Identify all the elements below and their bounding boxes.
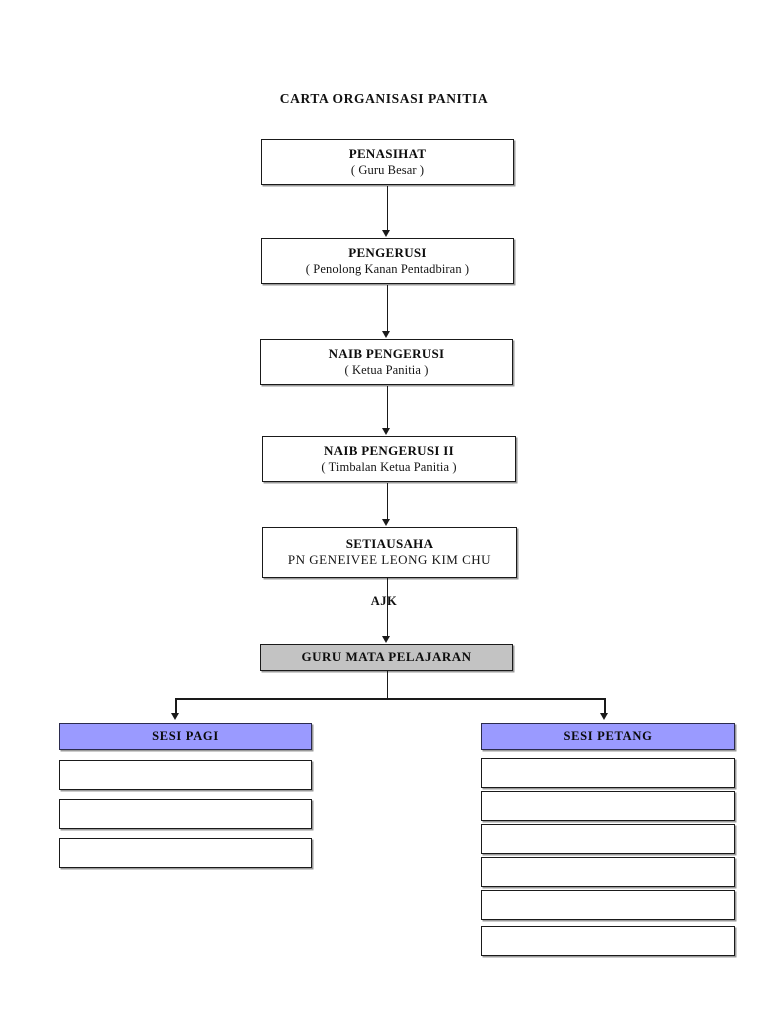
org-node-subtitle: ( Penolong Kanan Pentadbiran ) [305, 261, 470, 276]
connector-line-guru-branch-stem [386, 671, 389, 699]
connector-arrow-sesi-petang [600, 713, 608, 720]
org-node-title: SETIAUSAHA [345, 536, 434, 552]
connector-arrow-pengerusi-naib [382, 331, 390, 338]
connector-line-naib2-setiausaha [386, 483, 389, 521]
session-slot-sesi-pagi-3[interactable] [59, 838, 312, 868]
session-slot-sesi-petang-6[interactable] [481, 926, 735, 956]
connector-line-branch-horizontal [175, 698, 605, 700]
ajk-label: AJK [370, 594, 398, 608]
session-slot-sesi-petang-4[interactable] [481, 857, 735, 887]
org-node-guru-mata-pelajaran[interactable]: GURU MATA PELAJARAN [260, 644, 513, 671]
session-header-sesi-petang[interactable]: SESI PETANG [481, 723, 735, 750]
connector-arrow-naib2-setiausaha [382, 519, 390, 526]
connector-line-pengerusi-naib [386, 285, 389, 332]
session-header-label: SESI PETANG [563, 729, 653, 744]
session-header-label: SESI PAGI [152, 729, 219, 744]
connector-line-naib-naib2 [386, 386, 389, 430]
org-node-penasihat[interactable]: PENASIHAT ( Guru Besar ) [261, 139, 514, 185]
session-header-sesi-pagi[interactable]: SESI PAGI [59, 723, 312, 750]
connector-line-penasihat-pengerusi [386, 186, 389, 231]
org-node-setiausaha[interactable]: SETIAUSAHA PN GENEIVEE LEONG KIM CHU [262, 527, 517, 578]
connector-arrow-setiausaha-guru [382, 636, 390, 643]
org-node-title: PENASIHAT [348, 145, 427, 161]
org-node-naib-pengerusi-ii[interactable]: NAIB PENGERUSI II ( Timbalan Ketua Panit… [262, 436, 516, 482]
session-slot-sesi-petang-5[interactable] [481, 890, 735, 920]
org-node-title: NAIB PENGERUSI [328, 345, 445, 361]
org-node-title: NAIB PENGERUSI II [323, 442, 455, 458]
connector-arrow-penasihat-pengerusi [382, 230, 390, 237]
org-node-subtitle: PN GENEIVEE LEONG KIM CHU [287, 552, 492, 567]
connector-line-branch-left [175, 698, 177, 715]
org-node-subtitle: ( Ketua Panitia ) [344, 362, 429, 377]
page-title: CARTA ORGANISASI PANITIA [279, 91, 489, 106]
org-node-subtitle: ( Guru Besar ) [350, 162, 425, 177]
session-slot-sesi-petang-2[interactable] [481, 791, 735, 821]
session-slot-sesi-pagi-1[interactable] [59, 760, 312, 790]
org-node-naib-pengerusi[interactable]: NAIB PENGERUSI ( Ketua Panitia ) [260, 339, 513, 385]
session-slot-sesi-petang-3[interactable] [481, 824, 735, 854]
connector-line-setiausaha-guru [386, 578, 389, 638]
connector-arrow-naib-naib2 [382, 428, 390, 435]
org-node-pengerusi[interactable]: PENGERUSI ( Penolong Kanan Pentadbiran ) [261, 238, 514, 284]
session-slot-sesi-petang-1[interactable] [481, 758, 735, 788]
org-node-title: GURU MATA PELAJARAN [301, 649, 472, 665]
connector-line-branch-right [604, 698, 606, 715]
org-node-title: PENGERUSI [348, 244, 427, 260]
org-node-subtitle: ( Timbalan Ketua Panitia ) [321, 459, 457, 474]
session-slot-sesi-pagi-2[interactable] [59, 799, 312, 829]
connector-arrow-sesi-pagi [171, 713, 179, 720]
